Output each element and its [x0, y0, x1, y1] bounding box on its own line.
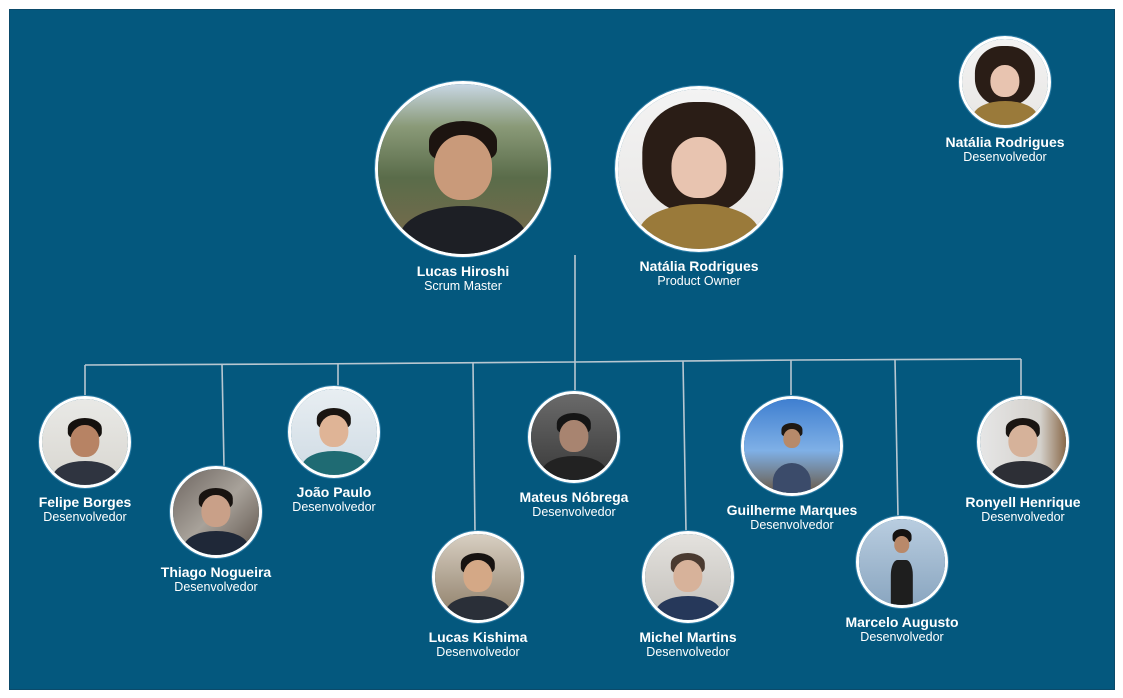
person-photo-icon[interactable] — [170, 466, 262, 558]
member-name: Lucas Kishima — [428, 629, 528, 645]
member-joao-paulo: João Paulo Desenvolvedor — [234, 386, 434, 514]
member-michel-martins: Michel Martins Desenvolvedor — [588, 531, 788, 659]
member-ronyell-henrique: Ronyell Henrique Desenvolvedor — [923, 396, 1123, 524]
member-marcelo-augusto: Marcelo Augusto Desenvolvedor — [802, 516, 1002, 644]
member-role: Desenvolvedor — [43, 510, 127, 524]
member-lucas-kishima: Lucas Kishima Desenvolvedor — [378, 531, 578, 659]
person-photo-icon[interactable] — [39, 396, 131, 488]
person-photo-icon[interactable] — [977, 396, 1069, 488]
member-natalia-dev: Natália Rodrigues Desenvolvedor — [905, 36, 1105, 164]
member-role: Product Owner — [657, 274, 741, 288]
member-role: Scrum Master — [424, 279, 502, 293]
person-photo-icon[interactable] — [642, 531, 734, 623]
member-role: Desenvolvedor — [750, 518, 834, 532]
person-photo-icon[interactable] — [288, 386, 380, 478]
member-felipe-borges: Felipe Borges Desenvolvedor — [0, 396, 185, 524]
member-role: Desenvolvedor — [963, 150, 1047, 164]
member-name: Mateus Nóbrega — [519, 489, 629, 505]
member-role: Desenvolvedor — [436, 645, 520, 659]
member-name: Guilherme Marques — [726, 502, 858, 518]
member-name: Natália Rodrigues — [945, 134, 1065, 150]
person-photo-icon[interactable] — [959, 36, 1051, 128]
member-role: Desenvolvedor — [860, 630, 944, 644]
person-photo-icon[interactable] — [856, 516, 948, 608]
member-thiago-nogueira: Thiago Nogueira Desenvolvedor — [116, 466, 316, 594]
member-name: Lucas Hiroshi — [416, 263, 510, 279]
person-photo-icon[interactable] — [528, 391, 620, 483]
person-photo-icon[interactable] — [432, 531, 524, 623]
member-mateus-nobrega: Mateus Nóbrega Desenvolvedor — [474, 391, 674, 519]
member-role: Desenvolvedor — [292, 500, 376, 514]
person-photo-icon[interactable] — [741, 396, 843, 496]
person-photo-icon[interactable] — [375, 81, 551, 257]
member-name: Marcelo Augusto — [845, 614, 959, 630]
member-guilherme-marques: Guilherme Marques Desenvolvedor — [692, 396, 892, 532]
member-lucas-hiroshi: Lucas Hiroshi Scrum Master — [363, 81, 563, 293]
member-role: Desenvolvedor — [174, 580, 258, 594]
member-name: Ronyell Henrique — [965, 494, 1081, 510]
member-name: Natália Rodrigues — [639, 258, 759, 274]
person-photo-icon[interactable] — [615, 86, 783, 252]
member-role: Desenvolvedor — [532, 505, 616, 519]
member-name: Felipe Borges — [38, 494, 132, 510]
member-name: João Paulo — [296, 484, 372, 500]
member-role: Desenvolvedor — [646, 645, 730, 659]
member-natalia-po: Natália Rodrigues Product Owner — [599, 86, 799, 288]
member-role: Desenvolvedor — [981, 510, 1065, 524]
member-name: Thiago Nogueira — [160, 564, 272, 580]
member-name: Michel Martins — [639, 629, 737, 645]
